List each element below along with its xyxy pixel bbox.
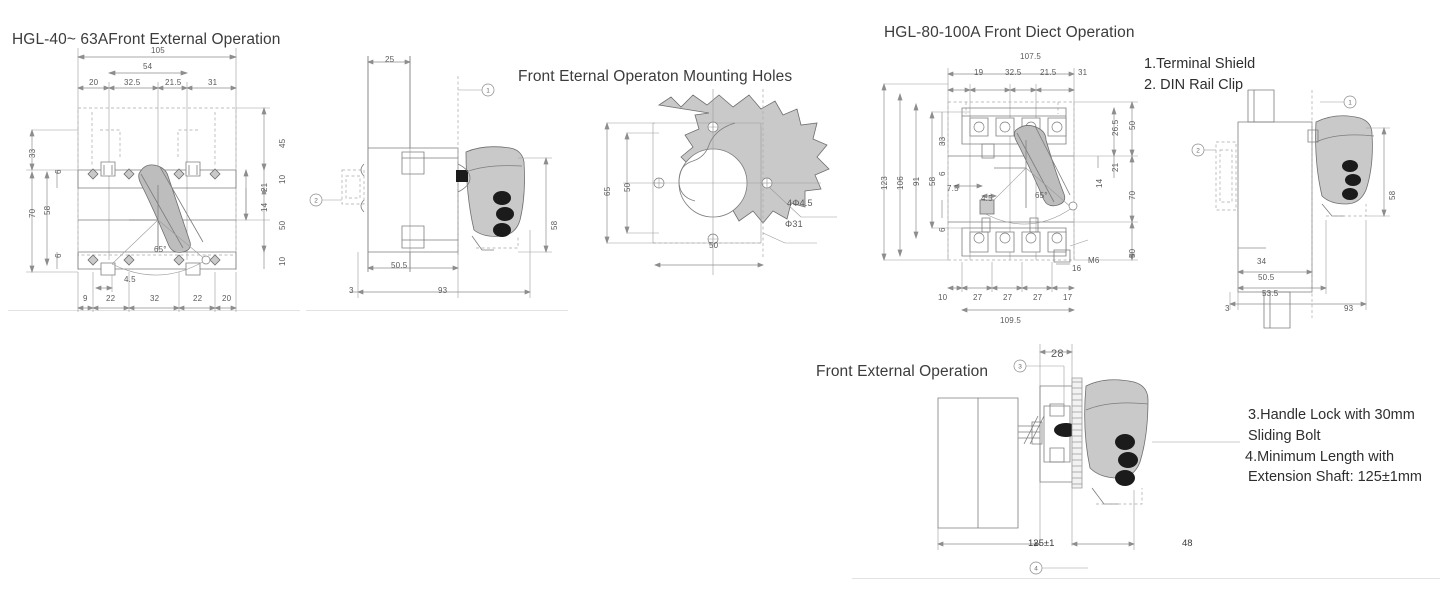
title-mounting-holes: Front Eternal Operaton Mounting Holes — [518, 68, 793, 85]
dim80-6-top: 6 — [938, 171, 947, 176]
dim-mh-50v: 50 — [623, 182, 632, 192]
svg-text:2: 2 — [1196, 148, 1200, 155]
dim-mh-50h: 50 — [709, 241, 719, 250]
note-terminal-shield: 1.Terminal Shield — [1144, 56, 1256, 72]
dim80-32-5: 32.5 — [1005, 68, 1022, 77]
dim80-4-5: 4.5 — [981, 194, 993, 203]
dim80-31: 31 — [1078, 68, 1088, 77]
dim-side80-58: 58 — [1388, 190, 1397, 200]
title-right: HGL-80-100A Front Diect Operation — [884, 24, 1135, 41]
dim-10-top: 10 — [278, 174, 287, 184]
divider-bottom — [852, 578, 1440, 579]
diagram-side-40-63: 1 2 — [309, 56, 552, 298]
dim-70: 70 — [28, 208, 37, 218]
dim-21: 21 — [260, 182, 269, 192]
dim-93: 93 — [438, 286, 448, 295]
dim-side-58: 58 — [550, 220, 559, 230]
divider-mid — [306, 310, 568, 311]
dim-b-32: 32 — [150, 294, 160, 303]
dim-109-5: 109.5 — [1000, 316, 1022, 325]
diagram-front-80-100 — [881, 68, 1138, 313]
note-extension-shaft: Extension Shaft: 125±1mm — [1248, 469, 1422, 485]
dim-20: 20 — [89, 78, 99, 87]
dim-mh-65: 65 — [603, 186, 612, 196]
diagram-mounting-holes — [604, 89, 837, 275]
note-handle-lock: 3.Handle Lock with 30mm — [1248, 407, 1415, 423]
dim-4-5: 4.5 — [124, 275, 136, 284]
dim-side80-50-5: 50.5 — [1258, 273, 1275, 282]
dim80-65deg: 65° — [1035, 191, 1048, 200]
dim80-21-5: 21.5 — [1040, 68, 1057, 77]
diagram-front-40-63 — [26, 48, 270, 312]
dim-28: 28 — [1051, 348, 1064, 360]
callout-4phi4-5: 4Φ4.5 — [787, 198, 813, 208]
dim-48: 48 — [1182, 538, 1193, 549]
dim-3: 3 — [349, 286, 354, 295]
svg-text:4: 4 — [1034, 566, 1038, 573]
dim-7-5: 7.5 — [947, 184, 959, 193]
dim-50-bottom: 50 — [1128, 248, 1137, 258]
dim-91: 91 — [912, 176, 921, 186]
dim-10-bottom: 10 — [278, 256, 287, 266]
dim-6-bottom: 6 — [54, 253, 63, 258]
dim-65deg: 65° — [154, 245, 167, 254]
dim-123: 123 — [880, 176, 889, 190]
dim-31: 31 — [208, 78, 218, 87]
diagram-extension-shaft: 3 4 — [937, 344, 1240, 575]
dim-33: 33 — [28, 148, 37, 158]
note-sliding-bolt: Sliding Bolt — [1248, 428, 1321, 444]
note-din-rail-clip: 2. DIN Rail Clip — [1144, 77, 1244, 93]
dim80-6-bottom: 6 — [938, 227, 947, 232]
dim80-21: 21 — [1111, 162, 1120, 172]
dim-34: 34 — [1257, 257, 1267, 266]
dim-16: 16 — [1072, 264, 1082, 273]
title-left: HGL-40~ 63AFront External Operation — [12, 31, 281, 48]
diagram-side-80-100: 1 2 — [1191, 89, 1390, 329]
dim-6-top: 6 — [54, 169, 63, 174]
dim-m6: M6 — [1088, 256, 1100, 265]
dim-70: 70 — [1128, 190, 1137, 200]
dim-14: 14 — [260, 202, 269, 212]
dim-53-5: 53.5 — [1262, 289, 1279, 298]
dim80-14: 14 — [1095, 178, 1104, 188]
dim-b-20: 20 — [222, 294, 232, 303]
svg-text:2: 2 — [314, 198, 318, 205]
dim80-19: 19 — [974, 68, 984, 77]
dim-106: 106 — [896, 176, 905, 190]
dim80-b-27a: 27 — [973, 293, 983, 302]
dim80-b-17: 17 — [1063, 293, 1073, 302]
dim-b-22b: 22 — [193, 294, 203, 303]
dim-45: 45 — [278, 138, 287, 148]
dim-50-top: 50 — [1128, 120, 1137, 130]
dim-50: 50 — [278, 220, 287, 230]
dim-b-22a: 22 — [106, 294, 116, 303]
callout-phi31: Φ31 — [785, 219, 803, 229]
svg-text:1: 1 — [1348, 100, 1352, 107]
svg-text:3: 3 — [1018, 364, 1022, 371]
svg-text:1: 1 — [486, 88, 490, 95]
dim80-b-27b: 27 — [1003, 293, 1013, 302]
dim80-33: 33 — [938, 136, 947, 146]
dim-54: 54 — [143, 62, 153, 71]
dim-26-5: 26.5 — [1111, 119, 1120, 136]
dim80-58: 58 — [928, 176, 937, 186]
dim-125: 125±1 — [1028, 538, 1055, 549]
dim-side80-93: 93 — [1344, 304, 1354, 313]
dim-b-9: 9 — [83, 294, 88, 303]
divider-left — [8, 310, 300, 311]
dim-50-5: 50.5 — [391, 261, 408, 270]
dim-107-5: 107.5 — [1020, 52, 1042, 61]
dim-25: 25 — [385, 55, 395, 64]
dim-105: 105 — [151, 46, 165, 55]
dim-side80-3: 3 — [1225, 304, 1230, 313]
note-minimum-length: 4.Minimum Length with — [1245, 449, 1395, 465]
dim80-b-27c: 27 — [1033, 293, 1043, 302]
dim80-b-10: 10 — [938, 293, 948, 302]
dim-32-5: 32.5 — [124, 78, 141, 87]
dim-21-5: 21.5 — [165, 78, 182, 87]
title-bottom: Front External Operation — [816, 363, 989, 380]
dim-58: 58 — [43, 205, 52, 215]
